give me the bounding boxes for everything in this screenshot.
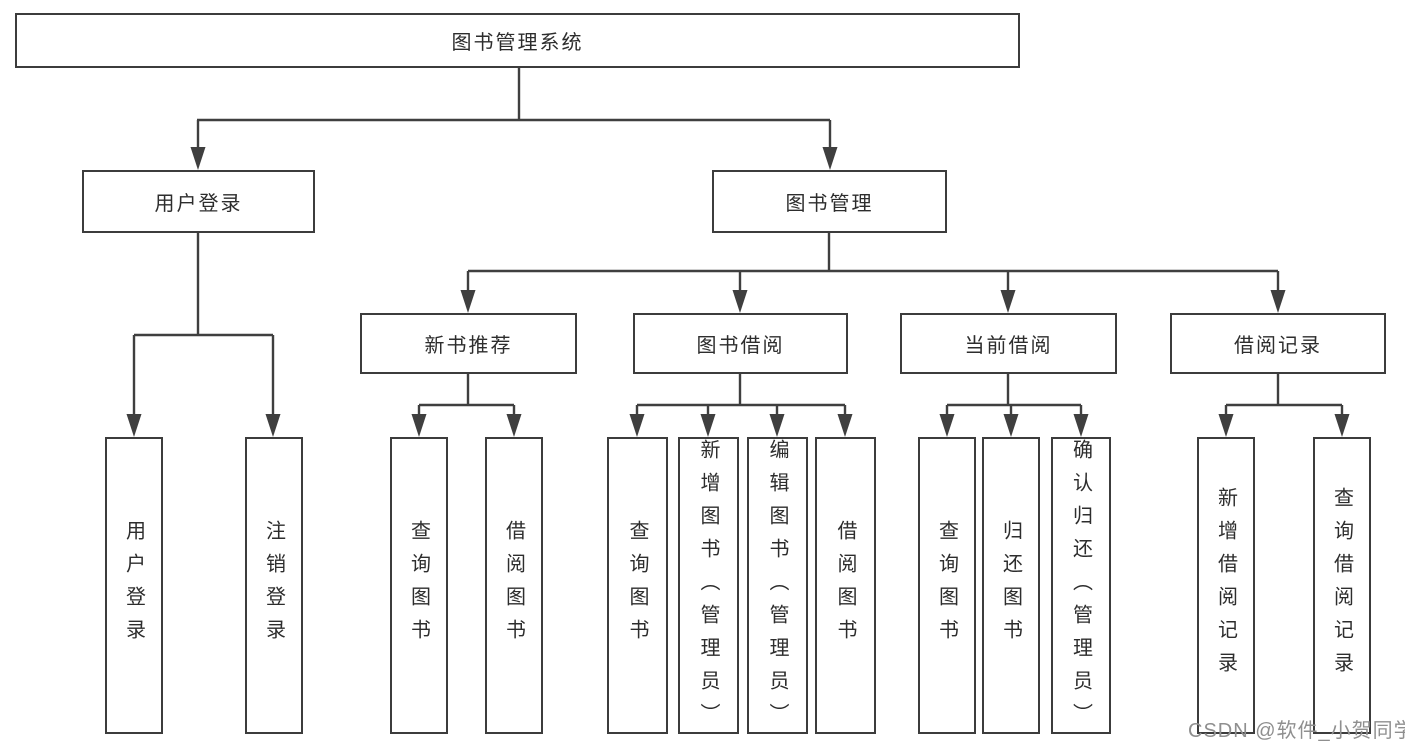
leaf-logout-label: 注销登录 <box>262 519 285 652</box>
node-new-book-recommend-label: 新书推荐 <box>424 335 513 357</box>
leaf-edit-book-admin-label: 编辑图书（管理员） <box>766 439 788 736</box>
leaf-confirm-return-admin-label: 确认归还（管理员） <box>1069 439 1092 736</box>
leaf-edit-book-admin: 编辑图书（管理员） <box>747 437 808 736</box>
leaf-return-book-label: 归还图书 <box>999 519 1022 652</box>
leaf-current-query-books: 查询图书 <box>918 437 976 734</box>
leaf-user-login-label: 用户登录 <box>122 519 145 652</box>
node-user-login-label: 用户登录 <box>154 193 243 215</box>
leaf-borrow-query-books-label: 查询图书 <box>626 519 648 652</box>
leaf-user-login: 用户登录 <box>105 437 163 734</box>
node-library-system-label: 图书管理系统 <box>451 32 584 54</box>
node-book-management: 图书管理 <box>712 170 947 233</box>
leaf-query-borrow-record-label: 查询借阅记录 <box>1330 486 1353 685</box>
node-user-login: 用户登录 <box>82 170 315 233</box>
leaf-borrow-borrow-books: 借阅图书 <box>815 437 876 734</box>
leaf-confirm-return-admin: 确认归还（管理员） <box>1051 437 1111 736</box>
node-library-system: 图书管理系统 <box>15 13 1020 68</box>
leaf-add-borrow-record: 新增借阅记录 <box>1197 437 1255 734</box>
leaf-current-query-books-label: 查询图书 <box>935 519 958 652</box>
node-book-borrow: 图书借阅 <box>633 313 848 374</box>
node-book-borrow-label: 图书借阅 <box>696 335 785 357</box>
csdn-watermark: CSDN @软件_小贺同学 <box>1188 720 1405 742</box>
leaf-recommend-borrow-books: 借阅图书 <box>485 437 543 734</box>
leaf-recommend-query-books: 查询图书 <box>390 437 448 734</box>
node-book-management-label: 图书管理 <box>785 193 874 215</box>
leaf-add-book-admin: 新增图书（管理员） <box>678 437 739 736</box>
leaf-recommend-borrow-books-label: 借阅图书 <box>502 519 525 652</box>
node-borrow-records-label: 借阅记录 <box>1234 335 1322 357</box>
leaf-borrow-borrow-books-label: 借阅图书 <box>834 519 856 652</box>
node-current-borrow-label: 当前借阅 <box>964 335 1053 357</box>
leaf-recommend-query-books-label: 查询图书 <box>407 519 430 652</box>
node-current-borrow: 当前借阅 <box>900 313 1117 374</box>
arrowheads <box>126 147 1350 437</box>
node-borrow-records: 借阅记录 <box>1170 313 1386 374</box>
leaf-logout: 注销登录 <box>245 437 303 734</box>
leaf-query-borrow-record: 查询借阅记录 <box>1313 437 1371 734</box>
leaf-add-book-admin-label: 新增图书（管理员） <box>697 439 719 736</box>
leaf-borrow-query-books: 查询图书 <box>607 437 668 734</box>
leaf-add-borrow-record-label: 新增借阅记录 <box>1214 486 1237 685</box>
leaf-return-book: 归还图书 <box>982 437 1040 734</box>
node-new-book-recommend: 新书推荐 <box>360 313 577 374</box>
